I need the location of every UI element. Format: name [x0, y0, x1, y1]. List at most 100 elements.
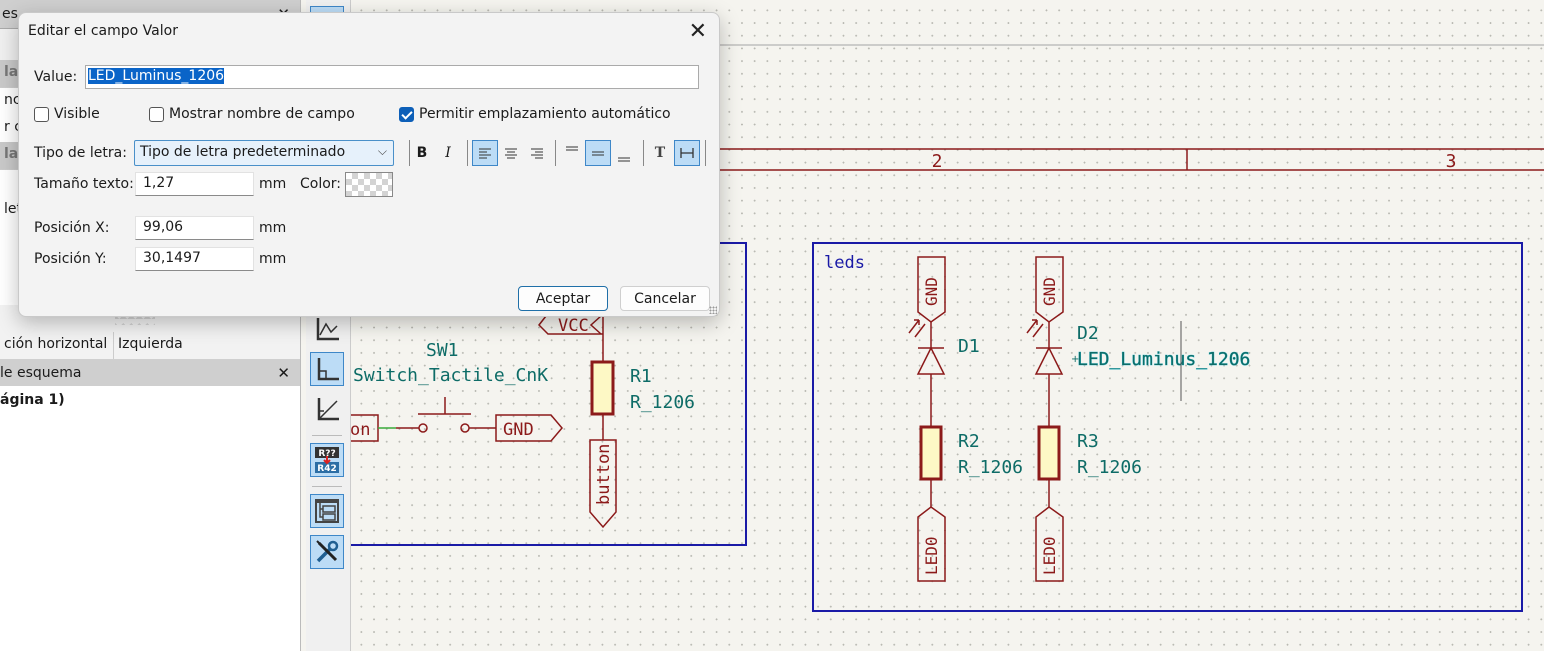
valign-top-icon [566, 146, 578, 151]
color-swatch-button[interactable] [345, 172, 393, 197]
hierarchy-icon[interactable] [310, 494, 344, 528]
pos-x-label: Posición X: [34, 220, 110, 236]
color-label: Color: [300, 176, 342, 192]
d2-ref: D2 [1077, 323, 1099, 344]
show-field-name-checkbox[interactable] [149, 107, 164, 122]
hierarchy-item[interactable]: ágina 1) [0, 392, 65, 408]
resistor-r1 [590, 360, 615, 416]
value-input-text: LED_Luminus_1206 [88, 68, 225, 84]
property-row-justify[interactable]: ción horizontal Izquierda [0, 332, 300, 360]
dialog-title: Editar el campo Valor [28, 23, 178, 39]
r2-ref: R2 [958, 431, 980, 452]
close-icon[interactable]: ✕ [277, 364, 290, 382]
hierarchy-panel-title: le esquema [0, 365, 82, 381]
property-label: ción horizontal [4, 336, 108, 352]
align-right-button[interactable] [524, 140, 550, 166]
autoplace-checkbox[interactable] [399, 107, 414, 122]
annotate-bottom-text: R42 [317, 464, 336, 474]
text-size-input[interactable]: 1,27 [135, 172, 254, 196]
align-center-icon [505, 148, 517, 159]
r3-ref: R3 [1077, 431, 1099, 452]
button-label: button [594, 444, 614, 505]
bold-button[interactable]: B [416, 145, 428, 161]
gnd-label: GND [922, 277, 941, 306]
chevron-down-icon: ⌵ [377, 144, 387, 158]
align-right-icon [531, 148, 543, 159]
show-field-name-label: Mostrar nombre de campo [169, 106, 355, 122]
resistor-r2 [919, 425, 943, 481]
led-d1-group: GND LED0 D1 R2 R_1206 [908, 256, 1023, 582]
led-triangle [916, 346, 946, 375]
horizontal-orientation-button[interactable] [674, 140, 700, 166]
value-label: Value: [34, 69, 78, 85]
font-select-value: Tipo de letra predeterminado [140, 144, 346, 160]
gnd-label-shape [1035, 256, 1064, 323]
vertical-orientation-button[interactable]: T [654, 145, 666, 161]
valign-center-button[interactable] [585, 140, 611, 166]
property-label: nc [4, 92, 21, 108]
sheet-name-leds: leds [824, 253, 865, 273]
align-center-button[interactable] [498, 140, 524, 166]
d1-ref: D1 [958, 336, 980, 357]
led0-label-shape [1035, 506, 1064, 582]
gnd-label-shape [495, 414, 563, 442]
led-light-arrows [908, 319, 926, 338]
hierarchy-tree[interactable]: ágina 1) [0, 386, 300, 651]
resize-grip[interactable] [709, 306, 717, 314]
property-label: let [4, 201, 22, 217]
r3-value: R_1206 [1077, 457, 1142, 478]
r1-value: R_1206 [630, 392, 695, 413]
valign-top-button[interactable] [559, 140, 585, 166]
net-label-fragment: on [351, 420, 370, 440]
properties-panel-title: es [2, 6, 18, 22]
vcc-symbol [589, 315, 602, 335]
r2-value: R_1206 [958, 457, 1023, 478]
button-label-shape [589, 439, 617, 529]
value-input[interactable]: LED_Luminus_1206 [85, 65, 699, 89]
orthogonal-icon[interactable] [310, 352, 344, 386]
gnd-label: GND [503, 420, 534, 440]
hierarchy-panel-header: le esquema ✕ [0, 359, 300, 388]
pos-y-label: Posición Y: [34, 251, 107, 267]
angle-icon[interactable] [310, 392, 344, 426]
cancel-button[interactable]: Cancelar [620, 286, 710, 311]
graph-icon[interactable] [310, 312, 344, 346]
led-d2-group: GND LED0 D2 LED_Luminus_1206 + R3 R_1206 [1026, 256, 1251, 582]
switch-contact [418, 423, 428, 433]
font-label: Tipo de letra: [34, 145, 127, 161]
pos-y-input[interactable]: 30,1497 [135, 247, 254, 271]
gnd-label-shape [917, 256, 946, 323]
italic-button[interactable]: I [445, 145, 451, 161]
font-select[interactable]: Tipo de letra predeterminado ⌵ [134, 140, 394, 166]
text-size-unit: mm [259, 176, 287, 192]
tools-icon[interactable] [310, 535, 344, 569]
resistor-r3 [1037, 425, 1061, 481]
r1-ref: R1 [630, 366, 652, 387]
annotate-top-text: R?? [318, 449, 335, 459]
anchor-marker: + [1071, 354, 1079, 365]
switch-contact [460, 423, 470, 433]
ok-button[interactable]: Aceptar [518, 286, 608, 311]
close-icon[interactable]: ✕ [688, 19, 707, 44]
pos-x-unit: mm [259, 220, 287, 236]
align-left-button[interactable] [472, 140, 498, 166]
annotate-icon[interactable]: R?? R42 [310, 443, 344, 477]
d2-value-highlighted: LED_Luminus_1206 [1077, 349, 1250, 370]
frame-column-label: 2 [932, 151, 943, 172]
align-left-icon [479, 148, 491, 159]
visible-checkbox[interactable] [34, 107, 49, 122]
sw1-ref: SW1 [426, 340, 459, 361]
autoplace-label: Permitir emplazamiento automático [419, 106, 671, 122]
valign-bottom-button[interactable] [611, 140, 637, 166]
sheet-border-leds [812, 242, 1523, 612]
led-light-arrows [1026, 319, 1044, 338]
valign-center-icon [592, 151, 604, 156]
switch-actuator [418, 397, 471, 415]
vcc-label: VCC [558, 316, 589, 336]
led-triangle [1034, 346, 1064, 375]
led0-label: LED0 [1040, 536, 1059, 575]
horizontal-orientation-icon [680, 148, 694, 158]
edit-value-dialog: Editar el campo Valor ✕ Value: LED_Lumin… [18, 12, 720, 317]
pos-x-input[interactable]: 99,06 [135, 216, 254, 240]
sw1-value: Switch_Tactile_CnK [353, 365, 548, 386]
